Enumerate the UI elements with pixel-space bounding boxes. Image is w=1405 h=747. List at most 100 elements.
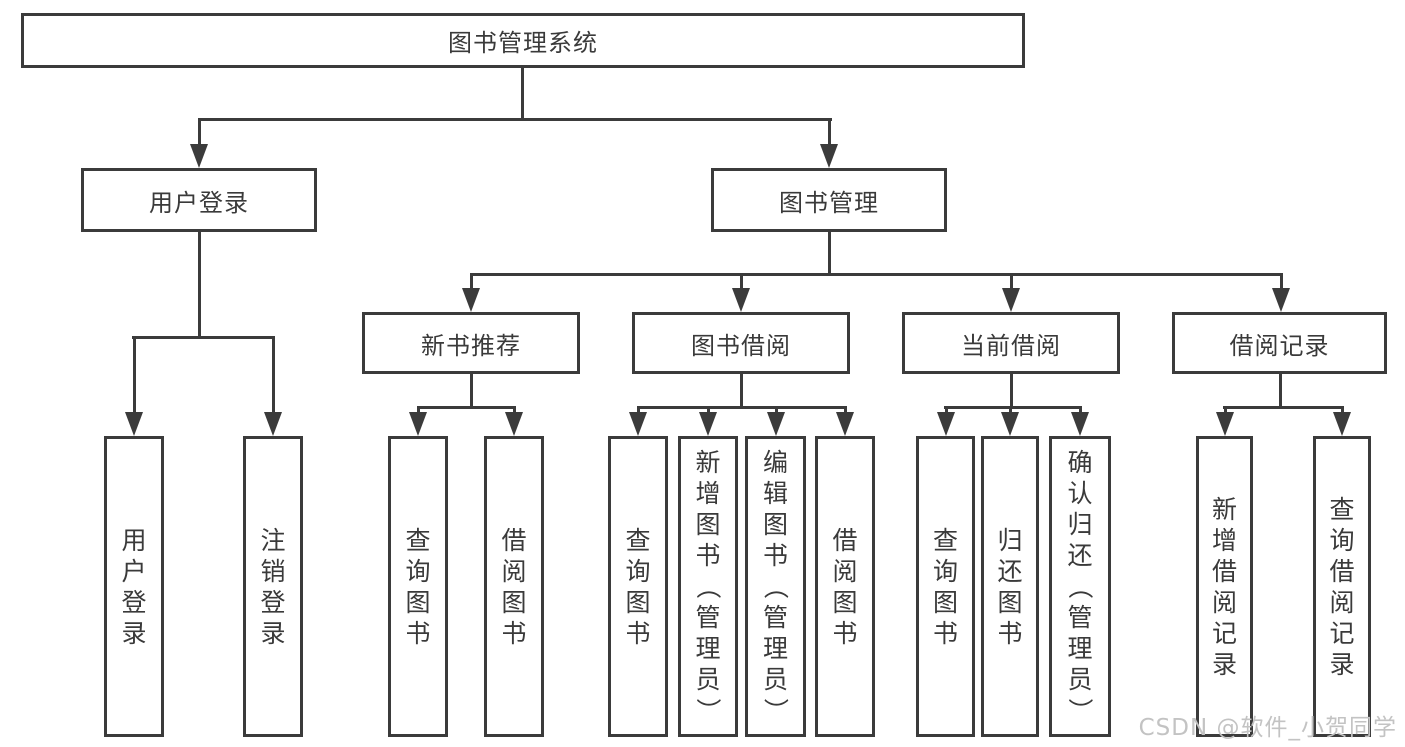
vertical-char: 录 [1329,649,1355,679]
leaf-edit-book-admin: 编辑图书（管理员） [745,436,806,737]
arrow-down-icon [1216,412,1234,436]
node-current-borrowing-label: 当前借阅 [961,331,1061,360]
connector-line-vertical [272,336,275,416]
connector-line-vertical [707,406,710,416]
node-system-root-label: 图书管理系统 [448,29,598,57]
connector-line-horizontal [132,336,275,339]
vertical-char: 录 [1211,649,1237,679]
connector-line-vertical [1079,406,1082,416]
vertical-char: 确 [1067,448,1093,477]
connector-line-vertical [637,406,640,416]
vertical-char: 询 [1329,525,1355,555]
node-new-book-recommend-label: 新书推荐 [421,331,521,360]
leaf-add-book-admin-label: 新增图书（管理员） [681,439,735,734]
vertical-char: 录 [121,618,147,648]
vertical-char: 还 [1067,541,1093,570]
vertical-char: 归 [1067,510,1093,539]
arrow-down-icon [699,412,717,436]
node-borrow-records: 借阅记录 [1172,312,1387,374]
vertical-char: 借 [1211,556,1237,586]
leaf-query-books-recommend-label: 查询图书 [391,439,445,734]
connector-line-vertical [198,232,201,339]
leaf-query-books-recommend: 查询图书 [388,436,448,737]
connector-line-vertical [1009,406,1012,416]
vertical-char: 询 [405,556,431,586]
vertical-char: 借 [832,525,858,555]
vertical-char: 借 [1329,556,1355,586]
leaf-user-login-label: 用户登录 [107,439,161,734]
vertical-char: （ [693,573,723,599]
connector-line-horizontal [417,406,516,409]
arrow-down-icon [505,412,523,436]
connector-line-vertical [740,374,743,409]
connector-line-vertical [521,68,524,121]
vertical-char: 编 [762,448,788,477]
connector-line-vertical [1279,374,1282,409]
vertical-char: ） [761,697,790,723]
vertical-char: 记 [1329,618,1355,648]
vertical-char: 图 [932,587,958,617]
vertical-char: ） [1065,697,1095,723]
arrow-down-icon [767,412,785,436]
vertical-char: 阅 [832,556,858,586]
leaf-query-books-current-label: 查询图书 [919,439,972,734]
vertical-char: 还 [997,556,1023,586]
connector-line-vertical [133,336,136,416]
arrow-down-icon [937,412,955,436]
connector-line-vertical [775,406,778,416]
vertical-char: 图 [625,587,651,617]
connector-line-vertical [828,232,831,276]
vertical-char: 理 [695,634,721,663]
arrow-down-icon [732,288,750,312]
node-new-book-recommend: 新书推荐 [362,312,580,374]
node-system-root: 图书管理系统 [21,13,1025,68]
leaf-user-login: 用户登录 [104,436,164,737]
arrow-down-icon [409,412,427,436]
connector-line-horizontal [637,406,847,409]
connector-line-vertical [1280,273,1283,292]
connector-line-horizontal [944,406,1082,409]
vertical-char: 书 [997,618,1023,648]
connector-line-vertical [1224,406,1227,416]
connector-line-vertical [844,406,847,416]
connector-line-vertical [470,273,473,292]
leaf-return-books-label: 归还图书 [984,439,1036,734]
connector-line-vertical [470,374,473,409]
vertical-char: 阅 [1329,587,1355,617]
vertical-char: 图 [405,587,431,617]
vertical-char: 增 [1211,525,1237,555]
vertical-char: 员 [1067,665,1093,694]
vertical-char: 书 [832,618,858,648]
vertical-char: 查 [405,525,431,555]
arrow-down-icon [190,144,208,168]
leaf-edit-book-admin-label: 编辑图书（管理员） [748,439,803,734]
node-book-management-label: 图书管理 [779,188,879,217]
node-book-borrowing-label: 图书借阅 [691,331,791,360]
node-user-login-label: 用户登录 [149,188,249,217]
vertical-char: 管 [1067,603,1093,632]
arrow-down-icon [836,412,854,436]
leaf-query-borrow-record: 查询借阅记录 [1313,436,1371,737]
leaf-query-books-current: 查询图书 [916,436,975,737]
vertical-char: 用 [121,525,147,555]
vertical-char: 查 [1329,494,1355,524]
vertical-char: 登 [121,587,147,617]
vertical-char: 员 [762,665,788,694]
watermark: CSDN @软件_小贺同学 [1138,715,1397,741]
vertical-char: 管 [762,603,788,632]
connector-line-vertical [198,118,201,148]
connector-line-horizontal [470,273,1282,276]
arrow-down-icon [264,412,282,436]
arrow-down-icon [1272,288,1290,312]
vertical-char: 记 [1211,618,1237,648]
vertical-char: 书 [501,618,527,648]
vertical-char: 新 [1211,494,1237,524]
leaf-return-books: 归还图书 [981,436,1039,737]
vertical-char: 增 [695,479,721,508]
vertical-char: 书 [695,541,721,570]
node-user-login: 用户登录 [81,168,317,232]
vertical-char: 管 [695,603,721,632]
vertical-char: 销 [260,556,286,586]
leaf-borrow-books-recommend-label: 借阅图书 [487,439,541,734]
arrow-down-icon [1071,412,1089,436]
